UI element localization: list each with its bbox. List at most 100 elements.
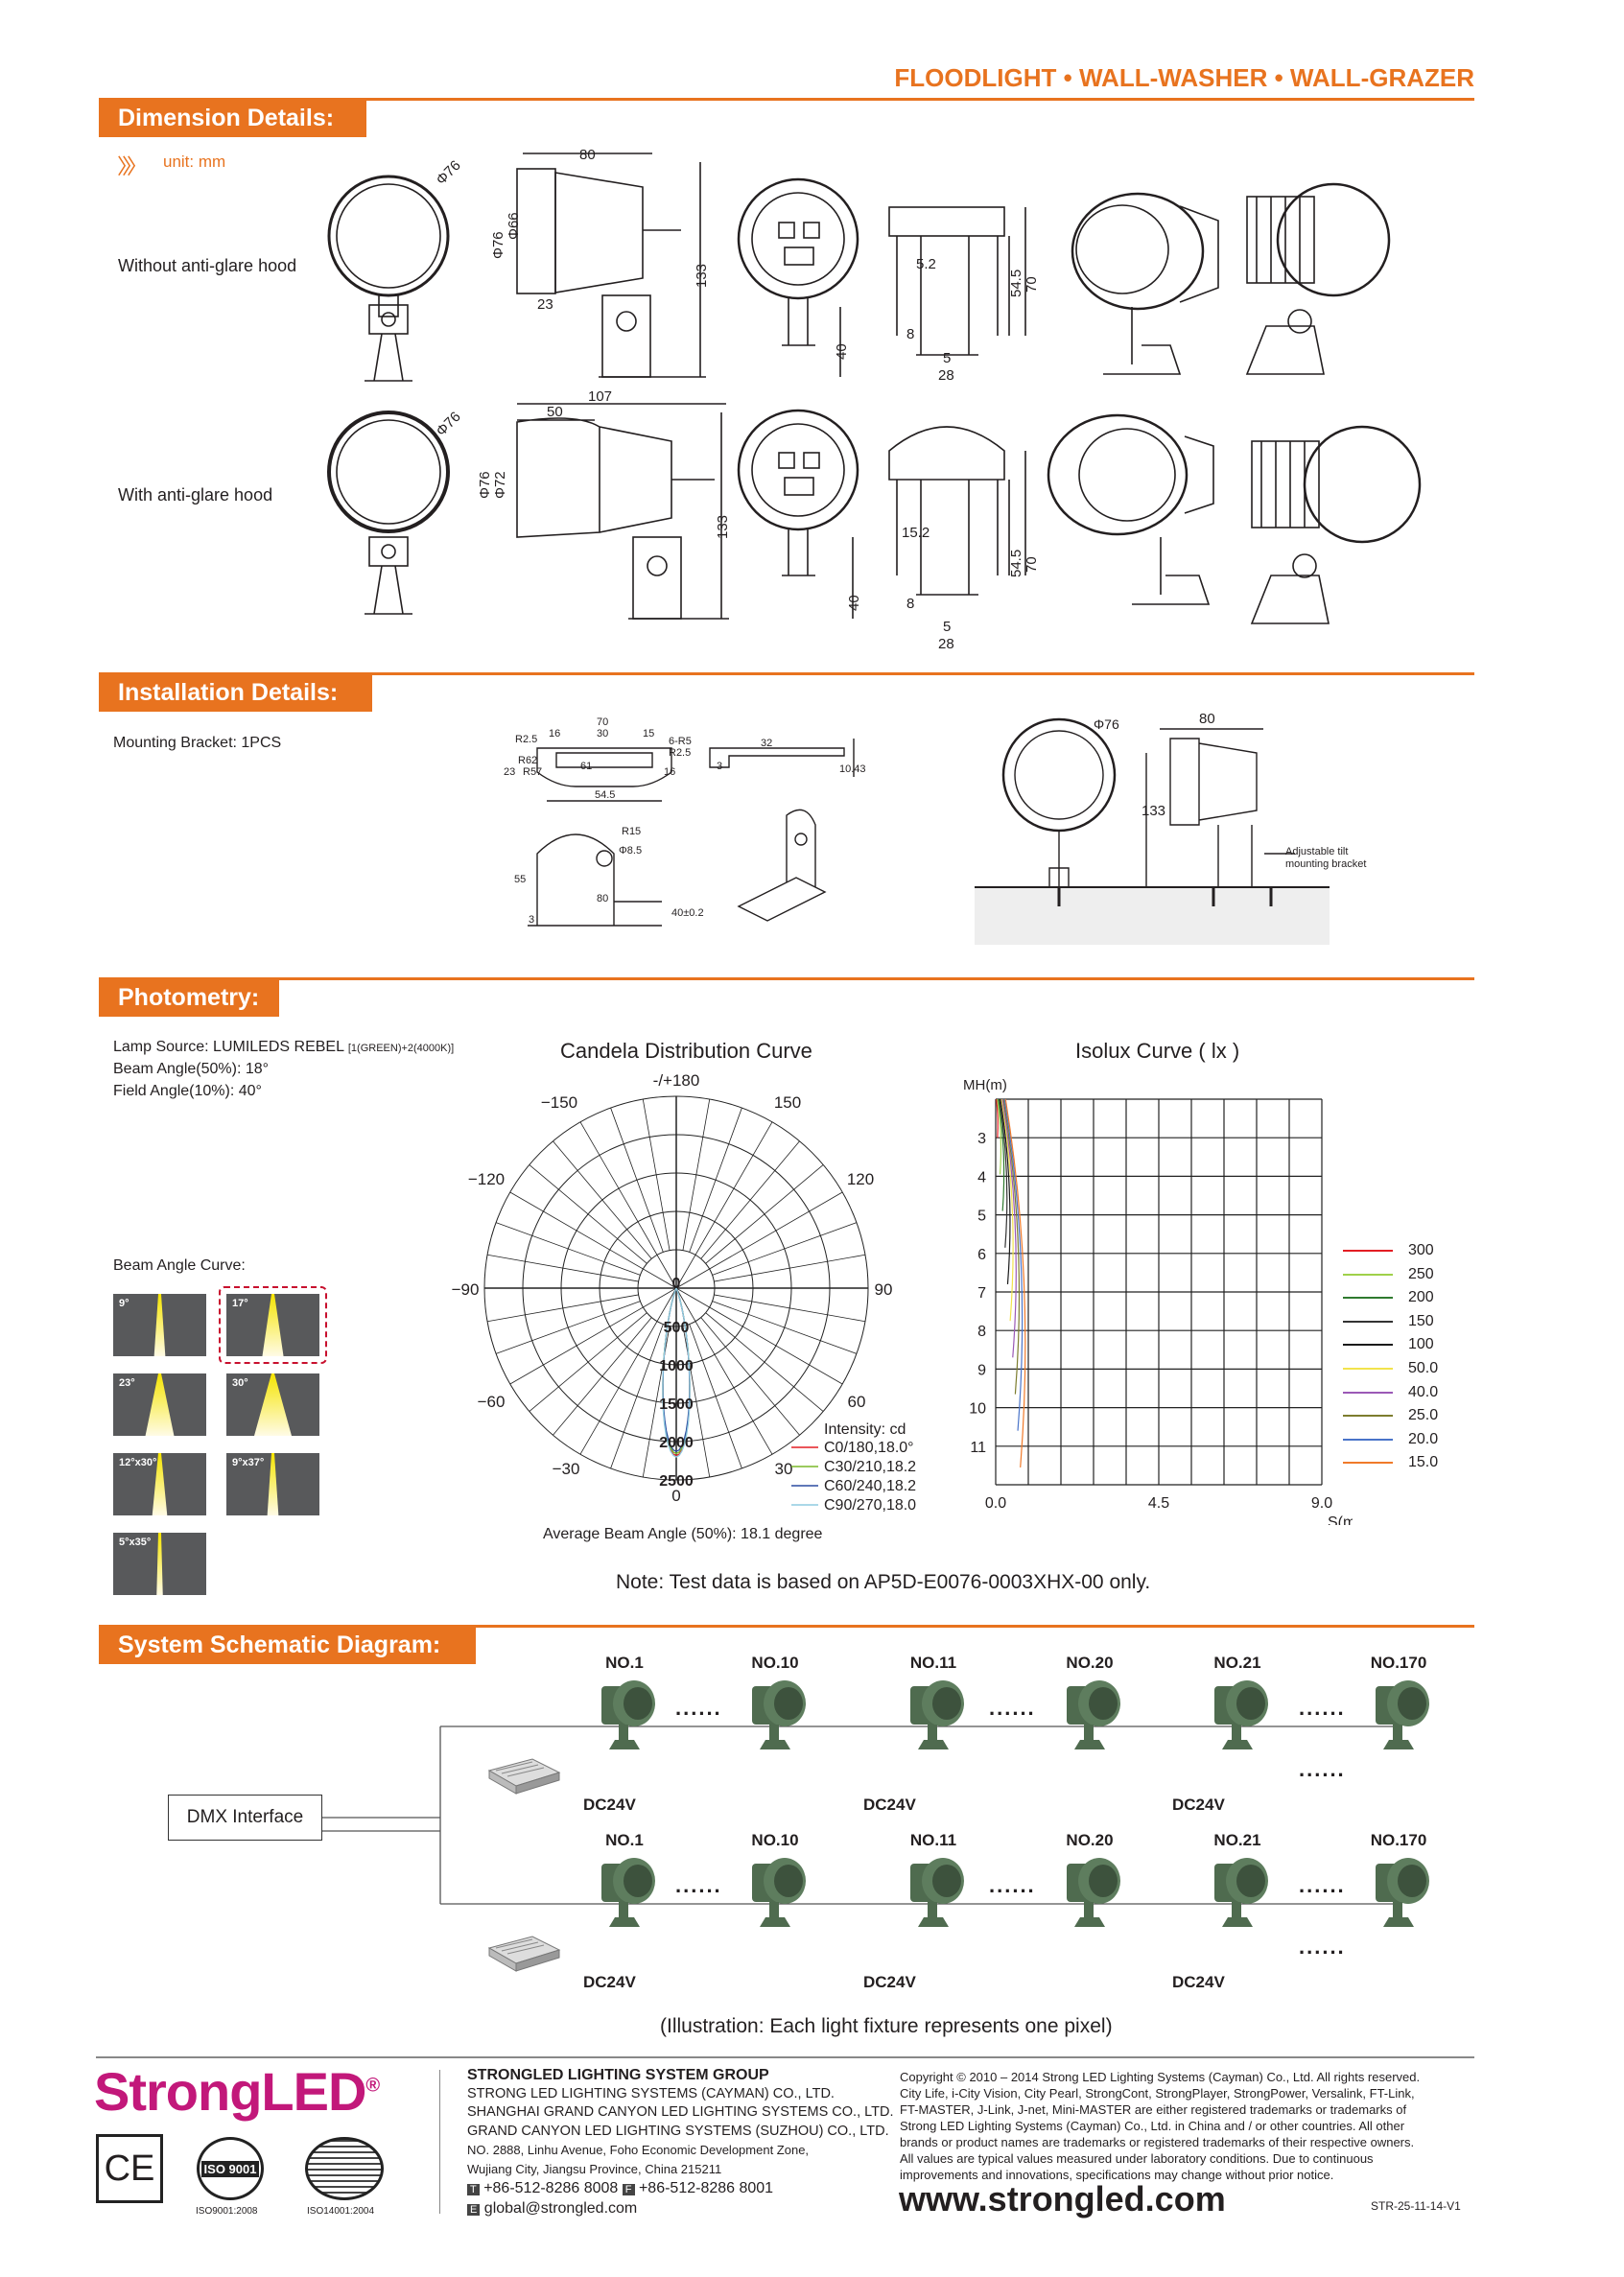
dim-label: 80	[579, 147, 596, 163]
y-tick: 9	[977, 1362, 986, 1378]
beam-tile: 9°	[113, 1294, 206, 1356]
radial-tick: 2000	[659, 1435, 694, 1451]
installation-drawings: R2.5 16 70 30 15 6-R5 R2.5 R62 R57 61 23…	[504, 711, 1330, 945]
y-tick: 3	[977, 1131, 986, 1147]
polar-spoke	[553, 1140, 652, 1259]
fixture-light-icon	[1059, 1854, 1126, 1936]
continuation-dots: ......	[989, 1696, 1036, 1720]
fixture-light-icon	[1059, 1677, 1126, 1758]
legend-label: C60/240,18.2°	[824, 1478, 916, 1494]
iso9001-caption: ISO9001:2008	[196, 2206, 258, 2217]
polar-spoke	[610, 1324, 664, 1469]
beam-tile: 12°x30°	[113, 1453, 206, 1515]
dim-label: 28	[938, 636, 954, 652]
power-label: DC24V	[863, 1973, 916, 1991]
dim-label: 10.43	[839, 763, 866, 775]
divider	[99, 672, 1474, 675]
beam-angle: Beam Angle(50%): 18°	[113, 1061, 270, 1077]
polar-spoke	[486, 1294, 639, 1323]
adjustable-bracket-note: Adjustable tilt mounting bracket	[1285, 846, 1367, 870]
polar-spoke	[579, 1287, 677, 1455]
dim-label: 40±0.2	[671, 907, 704, 919]
dim-label: Φ76	[1094, 716, 1119, 732]
continuation-dots: ......	[675, 1696, 722, 1720]
legend-item: 40.0	[1343, 1384, 1438, 1401]
radial-tick: 500	[664, 1320, 690, 1336]
dim-label: 40	[834, 343, 850, 360]
dim-label: 5	[943, 619, 951, 635]
polar-spoke	[700, 1317, 800, 1436]
doc-code: STR-25-11-14-V1	[1371, 2199, 1461, 2213]
dim-label: 28	[938, 367, 954, 384]
fixture-light-icon	[744, 1854, 812, 1936]
fixture-light-icon	[1207, 1677, 1274, 1758]
fixture-light-icon	[903, 1677, 970, 1758]
iso14001-caption: ISO14001:2004	[307, 2206, 375, 2217]
dim-label: 3	[529, 914, 534, 926]
dim-label: 107	[588, 388, 612, 405]
y-tick: 5	[977, 1209, 986, 1225]
dim-label: R57	[523, 766, 542, 778]
email-link[interactable]: global@strongled.com	[483, 2200, 638, 2218]
fixture-number: NO.11	[909, 1831, 957, 1849]
brand-logo: StrongLED®	[94, 2061, 380, 2122]
polar-spoke	[610, 1107, 664, 1253]
isolux-curve	[996, 1098, 999, 1138]
intensity-label: Intensity: cd	[824, 1421, 906, 1438]
fixture-light-icon	[744, 1677, 812, 1758]
legend-item: 50.0	[1343, 1360, 1438, 1377]
angle-label: −30	[553, 1460, 580, 1478]
schematic-caption: (Illustration: Each light fixture repres…	[660, 2015, 1113, 2037]
divider	[99, 977, 1474, 980]
continuation-dots: ......	[1299, 1873, 1346, 1897]
section-photometry: Photometry:	[99, 980, 279, 1017]
dim-label: 55	[514, 874, 526, 885]
header-title: FLOODLIGHT • WALL-WASHER • WALL-GRAZER	[894, 63, 1474, 92]
legend-item: 150	[1343, 1313, 1434, 1330]
polar-spoke	[705, 1312, 824, 1412]
website-link[interactable]: www.strongled.com	[899, 2179, 1226, 2218]
radial-tick: 1500	[659, 1397, 694, 1413]
drawing-row-2	[327, 403, 1422, 624]
isolux-curve	[1004, 1098, 1026, 1467]
dim-label: 23	[537, 296, 553, 313]
dim-label: R62	[518, 755, 537, 766]
dim-label: 8	[906, 596, 914, 612]
dim-label: 80	[1199, 711, 1215, 727]
fixture-number: NO.1	[605, 1831, 644, 1849]
lamp-source-detail: [1(GREEN)+2(4000K)]	[347, 1043, 455, 1054]
angle-label: 0	[671, 1487, 680, 1505]
fax-icon: F	[622, 2183, 635, 2195]
dmx-interface: DMX Interface	[168, 1795, 322, 1841]
fixture-number: NO.170	[1370, 1654, 1427, 1672]
unit-label: unit: mm	[163, 153, 226, 171]
angle-label: −90	[452, 1280, 480, 1299]
polar-spoke	[675, 1121, 773, 1289]
dim-label: 40	[846, 595, 862, 611]
row-label-without-hood: Without anti-glare hood	[118, 256, 297, 275]
bracket-label: Mounting Bracket: 1PCS	[113, 735, 282, 751]
polar-spoke	[675, 1287, 843, 1385]
fixture-number: NO.11	[909, 1654, 957, 1672]
beam-tile: 9°x37°	[226, 1453, 319, 1515]
power-label: DC24V	[583, 1796, 636, 1814]
y-axis-label: MH(m)	[963, 1077, 1007, 1093]
beam-tile: 17°	[226, 1294, 319, 1356]
isolux-curve	[998, 1098, 1005, 1211]
polar-spoke	[509, 1191, 677, 1289]
beam-tile: 30°	[226, 1373, 319, 1436]
fixture-number: NO.10	[751, 1831, 799, 1849]
polar-spoke	[714, 1254, 866, 1282]
power-supply-icon	[484, 1751, 561, 1804]
fixture-number: NO.20	[1066, 1654, 1114, 1672]
fixture-number: NO.10	[751, 1654, 799, 1672]
dim-label: 23	[504, 766, 515, 778]
angle-label: 60	[848, 1393, 866, 1411]
dim-label: 6-R5	[669, 736, 692, 747]
dim-label: Φ8.5	[619, 845, 642, 857]
angle-label: 30	[775, 1460, 793, 1478]
radial-tick: 2500	[659, 1473, 694, 1490]
dim-label: R15	[622, 826, 641, 837]
